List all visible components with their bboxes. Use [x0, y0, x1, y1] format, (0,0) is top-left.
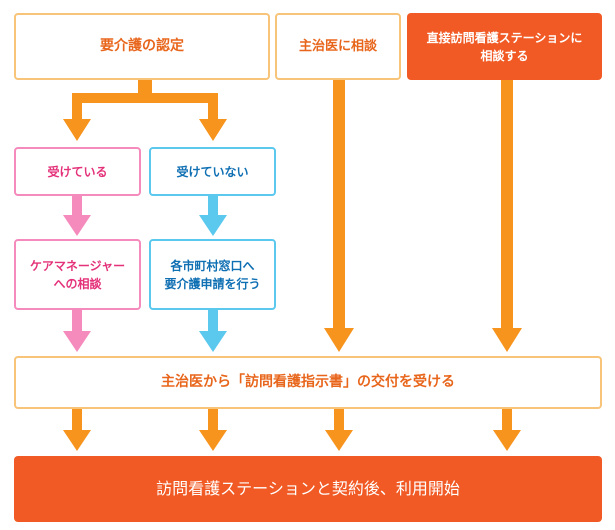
blue-connectors: [199, 196, 227, 352]
bottom-arrow-2-head: [199, 430, 227, 451]
care-manager-box: ケアマネージャー への相談: [14, 239, 141, 310]
consult-doctor-box: 主治医に相談: [275, 13, 401, 80]
not-receiving-box: 受けていない: [149, 147, 276, 196]
doctor-arrow-head: [324, 328, 354, 352]
consult-station-line1: 直接訪問看護ステーションに: [426, 30, 583, 45]
consult-station-label: 直接訪問看護ステーションに 相談する: [427, 29, 583, 65]
municipal-application-line1: 各市町村窓口へ: [170, 258, 255, 273]
branch-right-shaft: [208, 93, 218, 120]
doctor-arrow-shaft: [333, 80, 345, 329]
pink-connectors: [63, 196, 91, 352]
care-certification-box: 要介護の認定: [14, 13, 270, 80]
receiving-label: 受けている: [47, 164, 108, 179]
bottom-arrow-1-shaft: [72, 409, 82, 431]
consult-station-box: 直接訪問看護ステーションに 相談する: [407, 13, 602, 80]
orange-connectors: [63, 80, 522, 451]
pink-arrow-1-shaft: [72, 196, 82, 216]
bottom-arrow-3-head: [325, 430, 353, 451]
bottom-arrow-2-shaft: [208, 409, 218, 431]
care-manager-label: ケアマネージャー への相談: [30, 257, 125, 293]
branch-bar: [72, 93, 218, 103]
station-arrow-head: [492, 328, 522, 352]
blue-arrow-2-head: [199, 331, 227, 352]
blue-arrow-1-head: [199, 215, 227, 236]
instruction-label: 主治医から「訪問看護指示書」の交付を受ける: [161, 374, 455, 390]
branch-right-arrowhead: [199, 119, 227, 141]
contract-label: 訪問看護ステーションと契約後、利用開始: [156, 479, 460, 498]
bottom-arrow-3-shaft: [334, 409, 344, 431]
consult-doctor-label: 主治医に相談: [298, 38, 377, 54]
pink-arrow-2-shaft: [72, 310, 82, 332]
municipal-application-line2: 要介護申請を行う: [164, 276, 261, 291]
bottom-arrow-1-head: [63, 430, 91, 451]
consult-station-line2: 相談する: [480, 48, 529, 63]
instruction-box: 主治医から「訪問看護指示書」の交付を受ける: [14, 356, 602, 409]
blue-arrow-2-shaft: [208, 310, 218, 332]
blue-arrow-1-shaft: [208, 196, 218, 216]
receiving-box: 受けている: [14, 147, 141, 196]
care-certification-label: 要介護の認定: [100, 38, 184, 54]
bottom-arrow-4-shaft: [502, 409, 512, 431]
branch-left-arrowhead: [63, 119, 91, 141]
bottom-arrow-4-head: [493, 430, 521, 451]
not-receiving-label: 受けていない: [176, 164, 249, 179]
branch-left-shaft: [72, 93, 82, 120]
municipal-application-label: 各市町村窓口へ 要介護申請を行う: [164, 257, 260, 293]
care-manager-line1: ケアマネージャー: [29, 258, 126, 273]
station-arrow-shaft: [501, 80, 513, 329]
care-manager-line2: への相談: [53, 276, 102, 291]
contract-box: 訪問看護ステーションと契約後、利用開始: [14, 456, 602, 522]
municipal-application-box: 各市町村窓口へ 要介護申請を行う: [149, 239, 276, 310]
pink-arrow-2-head: [63, 331, 91, 352]
pink-arrow-1-head: [63, 215, 91, 236]
